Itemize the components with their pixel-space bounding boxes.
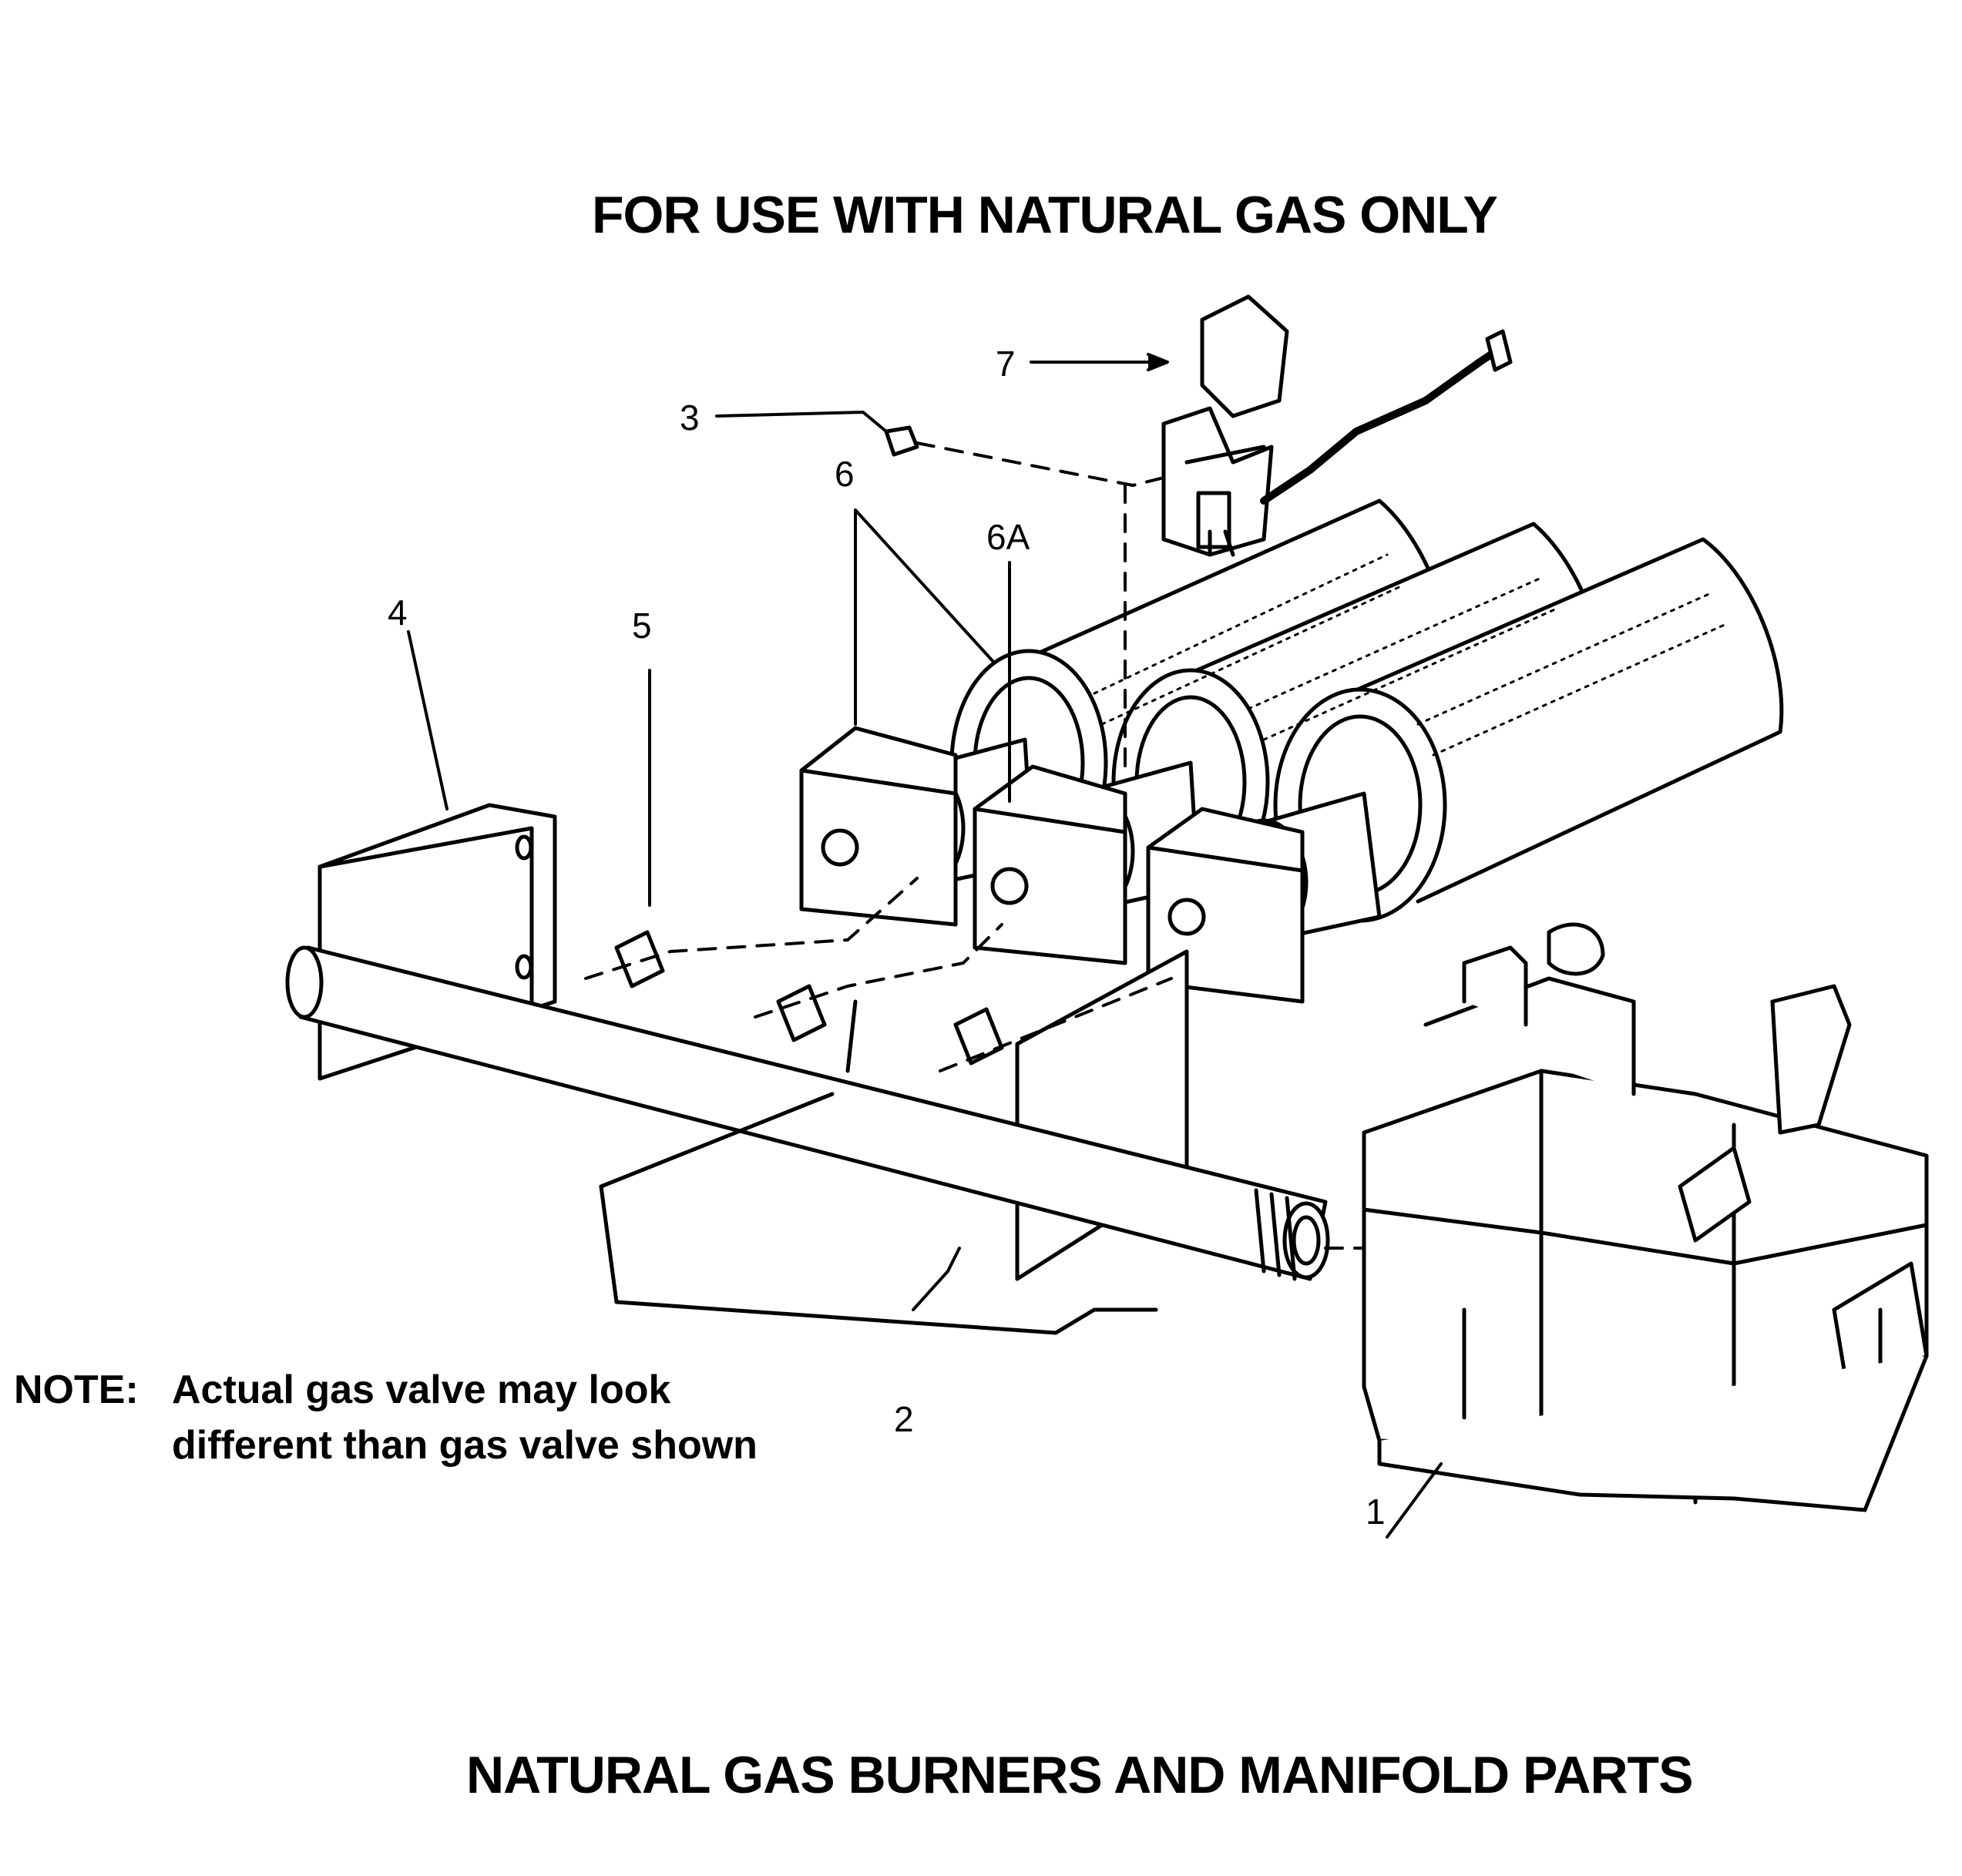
callout-6a: 6A	[986, 517, 1030, 557]
gas-manifold-pipe	[285, 945, 1330, 1281]
diagram-header-title: FOR USE WITH NATURAL GAS ONLY	[592, 186, 1498, 244]
leader-1	[1386, 1462, 1443, 1539]
pilot-tubing	[599, 1092, 1158, 1335]
leader-2	[912, 1247, 961, 1311]
note-label: NOTE:	[14, 1368, 139, 1412]
callout-5: 5	[632, 606, 652, 646]
note-line-2: different than gas valve shown	[172, 1423, 758, 1468]
alignment-lines	[584, 441, 1366, 1250]
gas-valve	[1362, 922, 1929, 1512]
callout-1: 1	[1366, 1492, 1386, 1532]
note-line-1: Actual gas valve may look	[172, 1368, 671, 1412]
leader-3	[715, 411, 888, 433]
gas-valve-note: NOTE: Actual gas valve may look different…	[14, 1362, 758, 1473]
diagram-footer-title: NATURAL GAS BURNERS AND MANIFOLD PARTS	[466, 1746, 1693, 1804]
pilot-screw	[884, 425, 919, 457]
callout-leaders	[407, 353, 1443, 1539]
pilot-tube-riser	[845, 999, 858, 1073]
callout-4: 4	[388, 592, 408, 633]
leader-6	[854, 508, 996, 726]
callout-3: 3	[680, 398, 700, 438]
pilot-assembly	[1161, 294, 1513, 557]
leader-4	[407, 630, 449, 810]
callout-7: 7	[996, 344, 1016, 384]
callout-2: 2	[894, 1399, 914, 1439]
callout-6: 6	[835, 454, 855, 494]
